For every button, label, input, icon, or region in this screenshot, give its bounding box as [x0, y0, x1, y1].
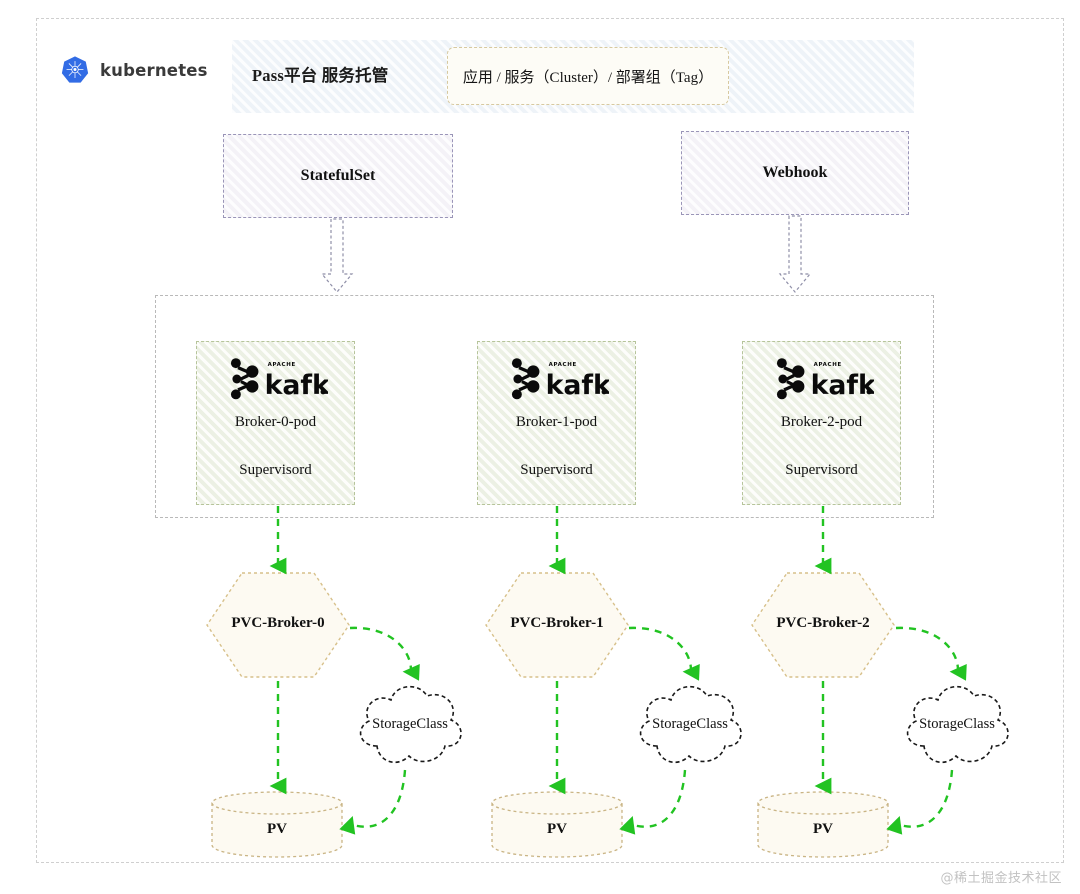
pod-process-label: Supervisord [785, 462, 858, 478]
svg-text:kafka: kafka [264, 370, 327, 401]
pod-name-label: Broker-1-pod [515, 414, 598, 430]
pvc-label: PVC-Broker-2 [776, 615, 870, 631]
apache-kafka-icon: APACHE kafka [743, 356, 900, 402]
pv-2[interactable]: PV [755, 789, 891, 859]
storageclass-1[interactable]: StorageClass [629, 676, 751, 772]
pod-broker-0[interactable]: APACHE kafka Broker-0-pod Supervisord [196, 341, 355, 505]
svg-text:kafka: kafka [545, 370, 608, 401]
kubernetes-wordmark: kubernetes [100, 60, 208, 80]
statefulset-label: StatefulSet [300, 167, 376, 184]
pvc-broker-1[interactable]: PVC-Broker-1 [483, 570, 631, 680]
svg-text:APACHE: APACHE [548, 362, 576, 368]
svg-text:APACHE: APACHE [813, 362, 841, 368]
svg-text:kafka: kafka [810, 370, 873, 401]
pod-process-label: Supervisord [520, 462, 593, 478]
header-title: Pass平台 服务托管 [252, 66, 389, 85]
pod-broker-1[interactable]: APACHE kafka Broker-1-pod Supervisord [477, 341, 636, 505]
pvc-broker-0[interactable]: PVC-Broker-0 [204, 570, 352, 680]
pvc-label: PVC-Broker-1 [510, 615, 604, 631]
statefulset-box[interactable]: StatefulSet [223, 134, 453, 218]
storageclass-2[interactable]: StorageClass [896, 676, 1018, 772]
apache-kafka-icon: APACHE kafka [478, 356, 635, 402]
scope-tag-label: 应用 / 服务（Cluster）/ 部署组（Tag） [462, 69, 714, 86]
pvc-broker-2[interactable]: PVC-Broker-2 [749, 570, 897, 680]
pvc-label: PVC-Broker-0 [231, 615, 325, 631]
svg-text:APACHE: APACHE [267, 362, 295, 368]
pod-process-label: Supervisord [239, 462, 312, 478]
pod-name-label: Broker-0-pod [234, 414, 317, 430]
storageclass-0[interactable]: StorageClass [349, 676, 471, 772]
pv-0[interactable]: PV [209, 789, 345, 859]
webhook-label: Webhook [762, 164, 828, 181]
pv-label: PV [547, 821, 567, 837]
pod-name-label: Broker-2-pod [780, 414, 863, 430]
outer-frame [36, 18, 1064, 863]
kubernetes-helm-icon [60, 55, 90, 85]
storageclass-label: StorageClass [372, 716, 448, 732]
kubernetes-brand: kubernetes [60, 55, 208, 85]
pod-broker-2[interactable]: APACHE kafka Broker-2-pod Supervisord [742, 341, 901, 505]
pv-1[interactable]: PV [489, 789, 625, 859]
watermark: @稀土掘金技术社区 [940, 871, 1062, 886]
webhook-box[interactable]: Webhook [681, 131, 909, 215]
pv-label: PV [813, 821, 833, 837]
apache-kafka-icon: APACHE kafka [197, 356, 354, 402]
storageclass-label: StorageClass [919, 716, 995, 732]
scope-tag-box: 应用 / 服务（Cluster）/ 部署组（Tag） [447, 47, 729, 105]
storageclass-label: StorageClass [652, 716, 728, 732]
pv-label: PV [267, 821, 287, 837]
